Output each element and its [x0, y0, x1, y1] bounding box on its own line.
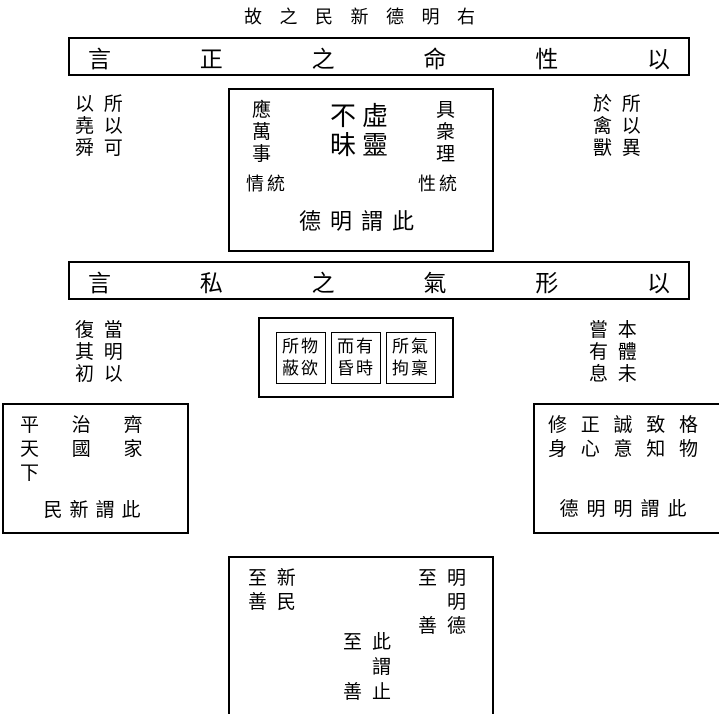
zhishan-box: 至 新 善 民 至 善 明 明 德 至 善 此 謂 止 [228, 556, 494, 714]
zhishan-mingde-col-right: 明 明 德 [447, 568, 467, 637]
band-xingming-char: 以 [646, 46, 670, 72]
top-caption: 故 之 民 新 德 明 右 [244, 7, 475, 27]
band-xingqi-char: 言 [88, 270, 111, 296]
core-xuling-bumei: 不虛 昧靈 [330, 102, 395, 160]
label-tong-xing: 性統 [418, 174, 460, 194]
band-xingqi-char: 形 [535, 270, 559, 296]
obscuration-box: 所物 蔽欲 而有 昏時 所氣 拘稟 [258, 317, 454, 398]
column-ying-wan-shi: 應 萬 事 [252, 100, 272, 165]
band-xingming-char: 性 [535, 46, 559, 72]
zhishan-center-col-left: 至 善 [343, 632, 363, 703]
band-xingming-char: 之 [311, 46, 335, 72]
mingde-box: 應 萬 事 不虛 昧靈 具 衆 理 情統 性統 德明謂此 [228, 88, 494, 252]
band-xingming-char: 言 [88, 46, 111, 72]
label-tong-qing: 情統 [246, 174, 288, 194]
box-wuyu-suobi: 所物 蔽欲 [276, 331, 326, 384]
band-xingming: 言 正 之 命 性 以 [68, 37, 690, 76]
zhishan-center-col-right: 此 謂 止 [372, 632, 392, 703]
band-xingqi-char: 氣 [423, 270, 447, 296]
note-yaoshun: 以 所 堯 以 舜 可 [75, 94, 123, 159]
mingde-caption: 德明謂此 [298, 209, 423, 234]
band-xingming-char: 命 [423, 46, 447, 72]
band-xingqi-char: 以 [646, 270, 670, 296]
band-xingqi: 言 私 之 氣 形 以 [68, 261, 690, 300]
note-fu-qi-chu: 復 當 其 明 初 以 [75, 320, 123, 385]
xinmin-box: 平 治 齊 天 國 家 下 民新謂此 [2, 403, 189, 534]
band-xingming-char: 正 [199, 46, 223, 72]
mingmingde-caption: 德明明謂此 [559, 499, 695, 520]
xinmin-caption: 民新謂此 [43, 500, 148, 521]
zhishan-mingde-col-left: 至 善 [418, 568, 438, 637]
xinmin-items: 平 治 齊 天 國 家 下 [20, 415, 143, 484]
box-qibing-suoju: 所氣 拘稟 [386, 331, 436, 384]
band-xingqi-char: 私 [199, 270, 223, 296]
box-youshi-erhun: 而有 昏時 [331, 331, 381, 384]
mingmingde-items: 修 正 誠 致 格 身 心 意 知 物 [548, 415, 699, 460]
column-ju-zhong-li: 具 衆 理 [436, 100, 456, 165]
zhishan-xinmin-group: 至 新 善 民 [248, 568, 296, 613]
band-xingqi-char: 之 [311, 270, 335, 296]
note-qinshou: 於 所 禽 以 獸 異 [593, 94, 641, 159]
mingmingde-box: 修 正 誠 致 格 身 心 意 知 物 德明明謂此 [533, 403, 719, 534]
note-benti: 嘗 本 有 體 息 未 [589, 320, 637, 385]
